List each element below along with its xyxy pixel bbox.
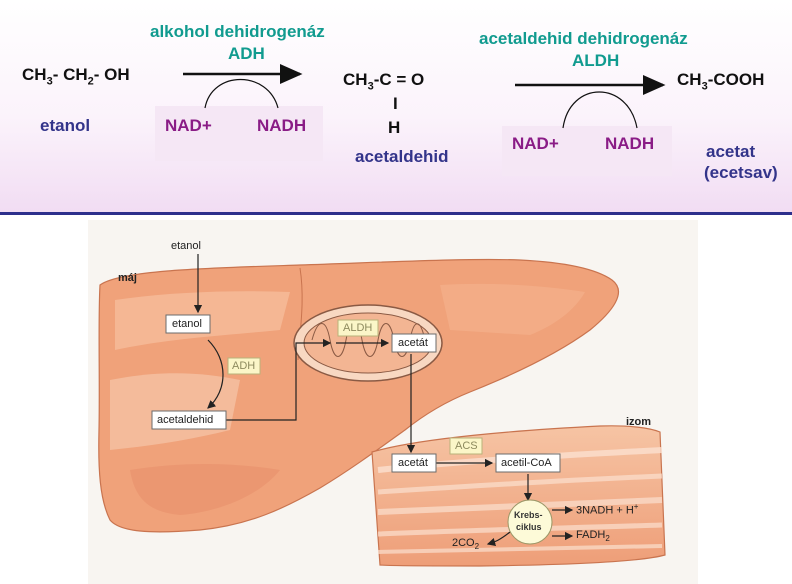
ethanol-input-label: etanol (171, 240, 201, 252)
enzyme1-abbr: ADH (228, 44, 265, 63)
acetaldehyde-box (151, 410, 227, 430)
liver-label: máj (118, 272, 137, 284)
acetyl-coa-label: acetil-CoA (501, 457, 552, 469)
acetate-liver-label: acetát (398, 337, 428, 349)
aldh-label: ALDH (343, 322, 373, 334)
acetate-name: acetat (706, 142, 756, 161)
enzyme2-name: acetaldehid dehidrogenáz (479, 29, 688, 48)
acetaldehyde-bond: I (393, 94, 398, 113)
acetyl-coa-box (495, 453, 561, 473)
reaction-arrows (183, 64, 666, 129)
cofactor1-box (155, 106, 323, 161)
ethanol-box-label: etanol (172, 318, 202, 330)
acs-badge (449, 437, 483, 455)
section-divider (0, 212, 792, 215)
adh-badge (227, 357, 261, 375)
acs-label: ACS (455, 440, 478, 452)
acetate-box-muscle (391, 453, 437, 473)
cofactor2-arc (562, 91, 638, 129)
krebs-line2: ciklus (516, 522, 542, 532)
cofactor2-in: NAD+ (512, 134, 559, 153)
aldh-badge (337, 319, 379, 337)
adh-label: ADH (232, 360, 256, 372)
acetate-box-liver (391, 333, 437, 353)
cofactor2-box (502, 126, 672, 176)
ethanol-name: etanol (40, 116, 91, 135)
cofactor2-out: NADH (605, 134, 655, 153)
ethanol-box (165, 314, 211, 334)
krebs-line1: Krebs- (514, 510, 543, 520)
krebs-cycle (507, 499, 553, 545)
acetaldehyde-formula: CH3-C = O (343, 70, 425, 93)
cofactor1-in: NAD+ (165, 116, 212, 135)
enzyme2-abbr: ALDH (572, 51, 620, 70)
acetaldehyde-box-label: acetaldehid (157, 414, 214, 426)
acetate-formula: CH3-COOH (677, 70, 765, 93)
enzyme1-name: alkohol dehidrogenáz (150, 22, 325, 41)
ethanol-formula: CH3- CH2- OH (22, 65, 130, 88)
co2-output: 2CO2 (452, 537, 480, 552)
cofactor1-out: NADH (257, 116, 307, 135)
reaction-panel (0, 0, 792, 214)
nadh-output: 3NADH + H+ (576, 502, 639, 517)
acetate-muscle-label: acetát (398, 457, 428, 469)
fadh-output: FADH2 (576, 529, 610, 544)
acetate-alt: (ecetsav) (704, 163, 778, 182)
acetaldehyde-name: acetaldehid (355, 147, 449, 166)
muscle-label: izom (626, 416, 652, 428)
cofactor1-arc (204, 78, 279, 109)
acetaldehyde-h: H (388, 118, 401, 137)
